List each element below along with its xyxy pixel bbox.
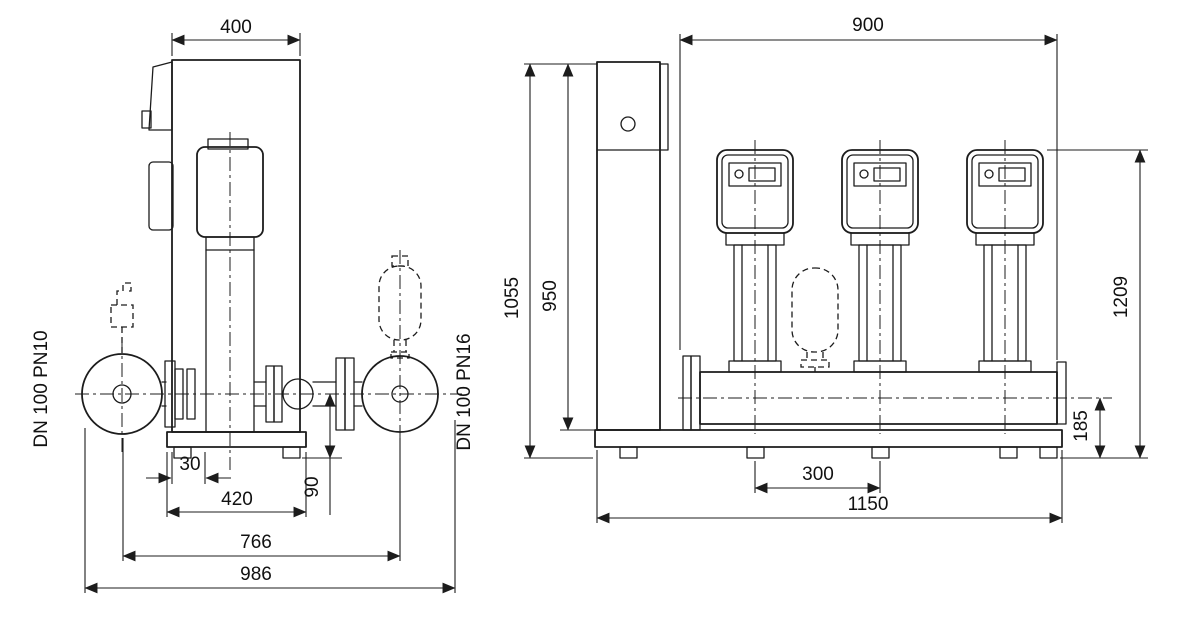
- terminal-box: [207, 138, 249, 150]
- dim-ext-420: [166, 452, 307, 517]
- sensor-symbol-dashed: [116, 282, 132, 305]
- label-port-right: DN 100 PN16: [454, 333, 475, 450]
- pump1-display-led: [734, 169, 744, 179]
- pump3-display-screen: [998, 167, 1026, 182]
- pump1-column-lines: [741, 244, 769, 362]
- front-foot-5: [1039, 446, 1058, 459]
- frame-outline: [171, 59, 301, 433]
- discharge-flange: [361, 355, 439, 433]
- discharge-flange-disc-2: [273, 365, 283, 423]
- pump3-motor-inner: [971, 154, 1039, 229]
- discharge-flange-disc-4: [344, 357, 355, 431]
- manifold-flange-right: [1056, 361, 1067, 425]
- cabinet-knob: [620, 116, 636, 132]
- tank-stub-dashed: [393, 340, 407, 352]
- discharge-hub: [391, 385, 409, 403]
- side-view: 400 30 420 90 766 986 DN 100 PN10 DN 100…: [31, 17, 475, 594]
- pump1-display: [728, 162, 782, 187]
- dim-ext-986: [84, 420, 456, 593]
- dim-side-base-width: 420: [221, 489, 253, 510]
- front-view: 900 1055 950 1209 185 300 1150: [502, 15, 1148, 524]
- tank-fitting-dashed: [390, 351, 410, 359]
- console-connector: [141, 110, 152, 129]
- suction-flange-disc-3: [186, 368, 196, 420]
- suction-flange: [81, 353, 163, 435]
- front-foot-4: [999, 446, 1018, 459]
- manifold-flange-left-1: [682, 355, 692, 431]
- dim-ext-1209: [1047, 149, 1148, 459]
- dim-front-base-length: 1150: [848, 494, 889, 515]
- dim-side-port-span: 766: [240, 532, 272, 553]
- dim-front-pump-height: 1209: [1111, 276, 1132, 318]
- pump2-display-led: [859, 169, 869, 179]
- pressure-sensor-dashed: [110, 304, 134, 328]
- front-foot-2: [746, 446, 765, 459]
- front-tank-stub-dashed: [806, 352, 824, 360]
- control-console: [148, 61, 173, 131]
- tank-cap-dashed: [391, 255, 409, 267]
- discharge-pipe-3: [353, 381, 363, 407]
- dim-side-foot-offset: 30: [179, 454, 200, 475]
- pump2-display-screen: [873, 167, 901, 182]
- dim-front-pump-spacing: 300: [802, 464, 834, 485]
- pump2-motor-inner: [846, 154, 914, 229]
- manifold-flange-left-2: [690, 355, 701, 431]
- discharge-pipe-1: [253, 381, 267, 407]
- base-frame-side: [166, 431, 307, 448]
- pump3-display: [978, 162, 1032, 187]
- valve-body: [282, 378, 314, 410]
- side-box: [148, 161, 174, 231]
- pump3-column-lines: [991, 244, 1019, 362]
- pump-3: [966, 149, 1044, 373]
- suction-flange-disc-2: [174, 368, 184, 420]
- dim-side-top-width: 400: [220, 17, 252, 38]
- dim-ext-766: [122, 438, 401, 561]
- cabinet-side-strip: [659, 63, 669, 151]
- dim-front-manifold-center-height: 185: [1071, 410, 1092, 442]
- label-port-left: DN 100 PN10: [31, 330, 52, 447]
- dim-ext-1150: [596, 450, 1063, 523]
- dim-ext-900: [679, 34, 1058, 360]
- dim-ext-30: [171, 452, 206, 484]
- front-foot-1: [619, 446, 638, 459]
- pump2-column-lines: [866, 244, 894, 362]
- pump3-display-led: [984, 169, 994, 179]
- suction-hub: [112, 384, 132, 404]
- front-expansion-tank-dashed: [791, 267, 839, 353]
- pump2-display: [853, 162, 907, 187]
- base-frame-front: [594, 429, 1063, 448]
- dim-front-manifold-span: 900: [852, 15, 884, 36]
- front-tank-fitting-dashed: [800, 359, 830, 368]
- dim-ext-1055: [524, 63, 597, 459]
- pump-1: [716, 149, 794, 373]
- front-foot-3: [871, 446, 890, 459]
- dim-front-total-height: 1055: [502, 277, 523, 319]
- foot-right: [282, 446, 301, 459]
- dim-side-port-height: 90: [302, 476, 323, 497]
- dim-front-cabinet-height: 950: [540, 280, 561, 312]
- pump1-display-screen: [748, 167, 776, 182]
- foot-left: [173, 446, 192, 459]
- pump1-motor-inner: [721, 154, 789, 229]
- dim-side-overall-width: 986: [240, 564, 272, 585]
